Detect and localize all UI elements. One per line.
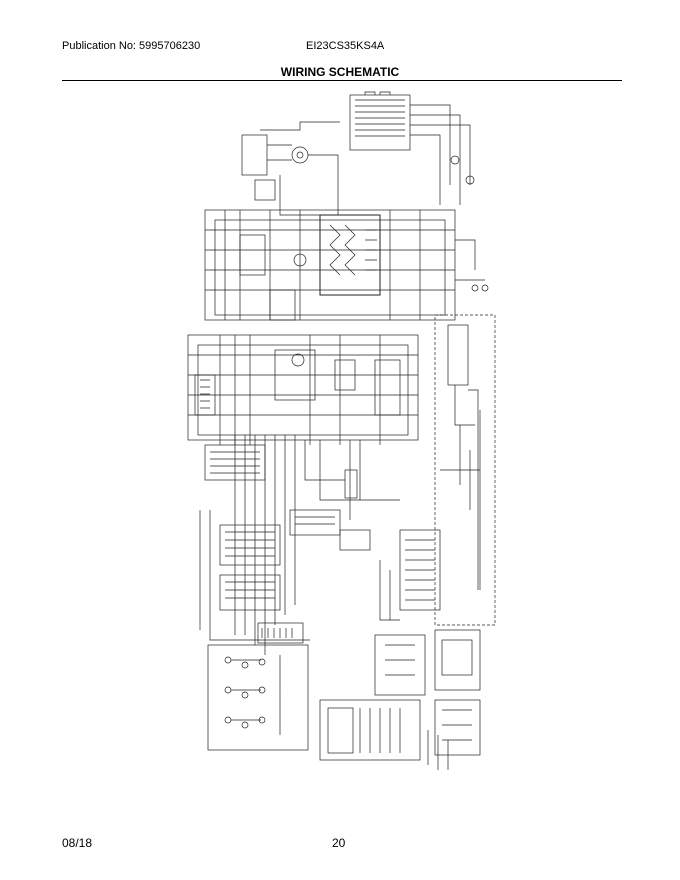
bottom-left-box	[207, 644, 309, 751]
model-number: EI23CS35KS4A	[306, 40, 385, 52]
publication-number: Publication No: 5995706230	[62, 40, 201, 52]
title-rule	[62, 80, 622, 81]
central-connectors	[204, 435, 400, 655]
bottom-middle-box	[319, 699, 421, 761]
lower-left-connectors	[199, 510, 310, 644]
footer-date: 08/18	[62, 836, 93, 850]
page-title: WIRING SCHEMATIC	[280, 65, 400, 79]
right-lower-column	[374, 529, 481, 696]
upper-left-components	[241, 121, 340, 216]
wiring-schematic-diagram	[187, 91, 496, 770]
upper-harness-frame	[204, 209, 489, 321]
page-number: 20	[332, 836, 346, 850]
bottom-right-box	[427, 699, 481, 770]
top-connector-block	[349, 91, 475, 205]
right-dashed-panel	[434, 314, 496, 626]
middle-harness-frame	[187, 334, 419, 445]
